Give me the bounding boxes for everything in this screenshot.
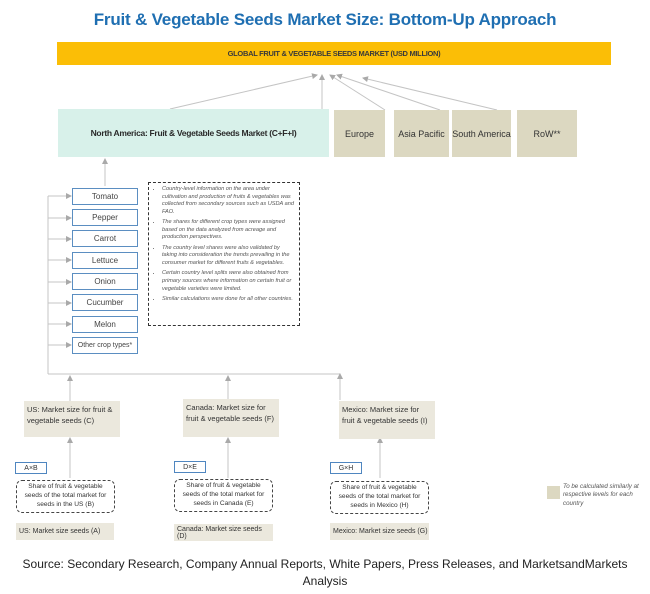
region-asia-pacific: Asia Pacific	[394, 110, 449, 157]
seed-size-label: Canada: Market size seeds (D)	[177, 525, 262, 540]
global-market-label: GLOBAL FRUIT & VEGETABLE SEEDS MARKET (U…	[227, 49, 441, 58]
region-label: Asia Pacific	[398, 128, 445, 139]
mexico-seed-size-box: Mexico: Market size seeds (G)	[330, 523, 429, 540]
crop-pepper: Pepper	[72, 209, 138, 226]
region-south-america: South America	[452, 110, 511, 157]
crop-label: Cucumber	[86, 298, 124, 307]
arrow-asia-pacific-to-global	[329, 74, 386, 111]
share-label: Share of fruit & vegetable seeds of the …	[182, 482, 265, 507]
page-title: Fruit & Vegetable Seeds Market Size: Bot…	[93, 10, 557, 29]
crop-label: Onion	[94, 277, 116, 286]
note-item: The shares for different crop types were…	[162, 219, 295, 242]
crop-other: Other crop types*	[72, 337, 138, 354]
crop-label: Lettuce	[91, 256, 119, 265]
us-share-box: Share of fruit & vegetable seeds of the …	[16, 480, 115, 513]
arrow-south-america-to-global	[336, 73, 441, 111]
methodology-notes: Country-level information on the area un…	[148, 182, 300, 326]
crop-label: Other crop types*	[77, 342, 133, 349]
crop-onion: Onion	[72, 273, 138, 290]
arrow-north-america-to-global	[169, 73, 318, 110]
canada-seed-size-box: Canada: Market size seeds (D)	[174, 524, 273, 541]
seed-size-label: US: Market size seeds (A)	[19, 528, 101, 535]
share-label: Share of fruit & vegetable seeds of the …	[338, 484, 421, 509]
share-label: Share of fruit & vegetable seeds of the …	[24, 483, 107, 508]
formula-label: A×B	[24, 464, 38, 472]
legend-swatch	[547, 486, 560, 499]
mexico-formula: G×H	[330, 462, 362, 474]
crop-carrot: Carrot	[72, 230, 138, 247]
formula-label: G×H	[338, 464, 354, 472]
crop-melon: Melon	[72, 316, 138, 333]
north-america-box: North America: Fruit & Vegetable Seeds M…	[58, 109, 329, 157]
region-label: RoW**	[533, 128, 561, 139]
source-note: Source: Secondary Research, Company Annu…	[22, 557, 628, 588]
note-item: Country-level information on the area un…	[162, 186, 295, 216]
us-seed-size-box: US: Market size seeds (A)	[16, 523, 114, 540]
mexico-market-size-box: Mexico: Market size for fruit & vegetabl…	[339, 401, 435, 439]
canada-share-box: Share of fruit & vegetable seeds of the …	[174, 479, 273, 512]
crop-cucumber: Cucumber	[72, 294, 138, 311]
region-label: Europe	[344, 128, 375, 139]
seed-size-label: Mexico: Market size seeds (G)	[333, 528, 428, 535]
crop-lettuce: Lettuce	[72, 252, 138, 269]
note-item: Similar calculations were done for all o…	[162, 296, 295, 304]
crop-label: Tomato	[91, 192, 119, 201]
formula-label: D×E	[183, 463, 197, 471]
note-item: Certain country level splits were also o…	[162, 270, 295, 293]
region-label: South America	[452, 128, 511, 139]
north-america-label: North America: Fruit & Vegetable Seeds M…	[90, 128, 297, 138]
canada-market-size-box: Canada: Market size for fruit & vegetabl…	[183, 399, 279, 437]
crop-label: Pepper	[92, 213, 118, 222]
crop-label: Melon	[94, 320, 116, 329]
us-market-size-box: US: Market size for fruit & vegetable se…	[24, 401, 120, 437]
note-item: The country level shares were also valid…	[162, 245, 295, 268]
global-market-box: GLOBAL FRUIT & VEGETABLE SEEDS MARKET (U…	[57, 42, 611, 65]
legend-text: To be calculated similarly at respective…	[563, 483, 639, 507]
country-market-label: US: Market size for fruit & vegetable se…	[27, 405, 113, 425]
crop-label: Carrot	[93, 234, 117, 243]
us-formula: A×B	[15, 462, 47, 474]
country-market-label: Canada: Market size for fruit & vegetabl…	[186, 403, 274, 423]
arrow-row-to-global	[362, 76, 498, 111]
mexico-share-box: Share of fruit & vegetable seeds of the …	[330, 481, 429, 514]
crop-tomato: Tomato	[72, 188, 138, 205]
canada-formula: D×E	[174, 461, 206, 473]
region-row: RoW**	[517, 110, 577, 157]
region-europe: Europe	[334, 110, 385, 157]
country-market-label: Mexico: Market size for fruit & vegetabl…	[342, 405, 428, 425]
